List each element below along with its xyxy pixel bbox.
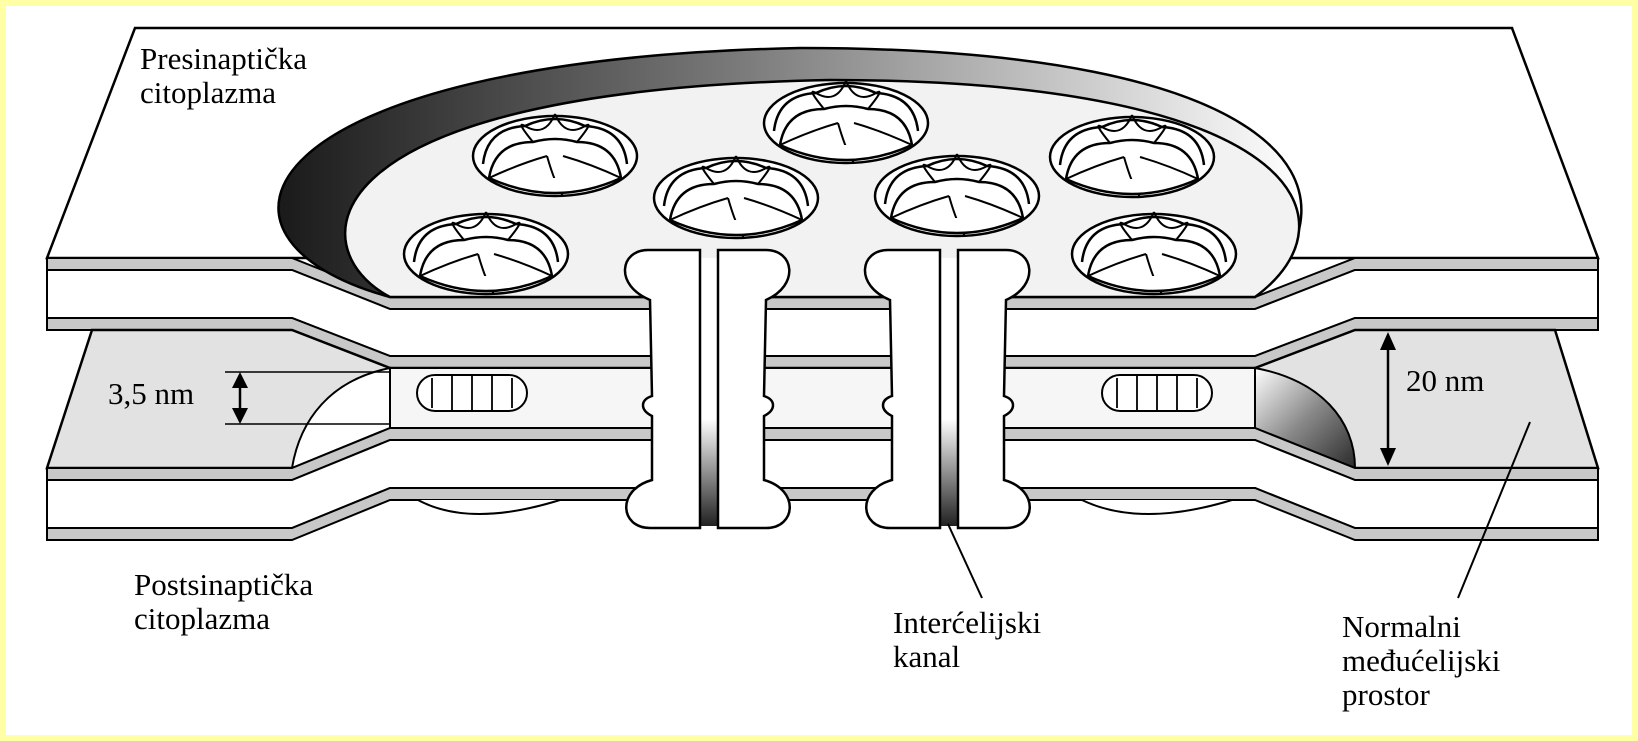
presynaptic-cytoplasm-label: Presinaptička citoplazma [140, 42, 307, 110]
postsynaptic-membrane [46, 427, 1599, 541]
normal-intercellular-space-label: Normalni međućelijski prostor [1342, 610, 1500, 712]
intercellular-channel-label: Interćelijski kanal [893, 606, 1041, 674]
double-arrow-icon [1380, 332, 1396, 466]
gap-width-label: 3,5 nm [108, 376, 195, 411]
normal-space-label-line-3: prostor [1342, 677, 1430, 712]
connexon-icon [416, 374, 1213, 412]
normal-dimension [1380, 332, 1396, 466]
presynaptic-label-line-1: Presinaptička [140, 41, 308, 76]
presynaptic-label-line-2: citoplazma [140, 75, 276, 110]
connexon-icon [417, 499, 1233, 515]
double-arrow-icon [232, 372, 248, 424]
channel-label-line-2: kanal [893, 639, 961, 674]
postsynaptic-label-line-1: Postsinaptička [134, 567, 314, 602]
gap-dimension [225, 371, 390, 425]
channel-label-line-1: Interćelijski [893, 605, 1042, 640]
postsynaptic-label-line-2: citoplazma [134, 601, 270, 636]
leader-line [947, 523, 983, 599]
postsynaptic-cytoplasm-label: Postsinaptička citoplazma [134, 568, 313, 636]
intercellular-channel-left [623, 248, 791, 530]
normal-width-label: 20 nm [1406, 363, 1485, 398]
normal-space-label-line-2: međućelijski [1342, 643, 1501, 678]
normal-space-label-line-1: Normalni [1342, 609, 1461, 644]
intercellular-channel-right [863, 248, 1031, 530]
leader-line [1457, 421, 1531, 599]
